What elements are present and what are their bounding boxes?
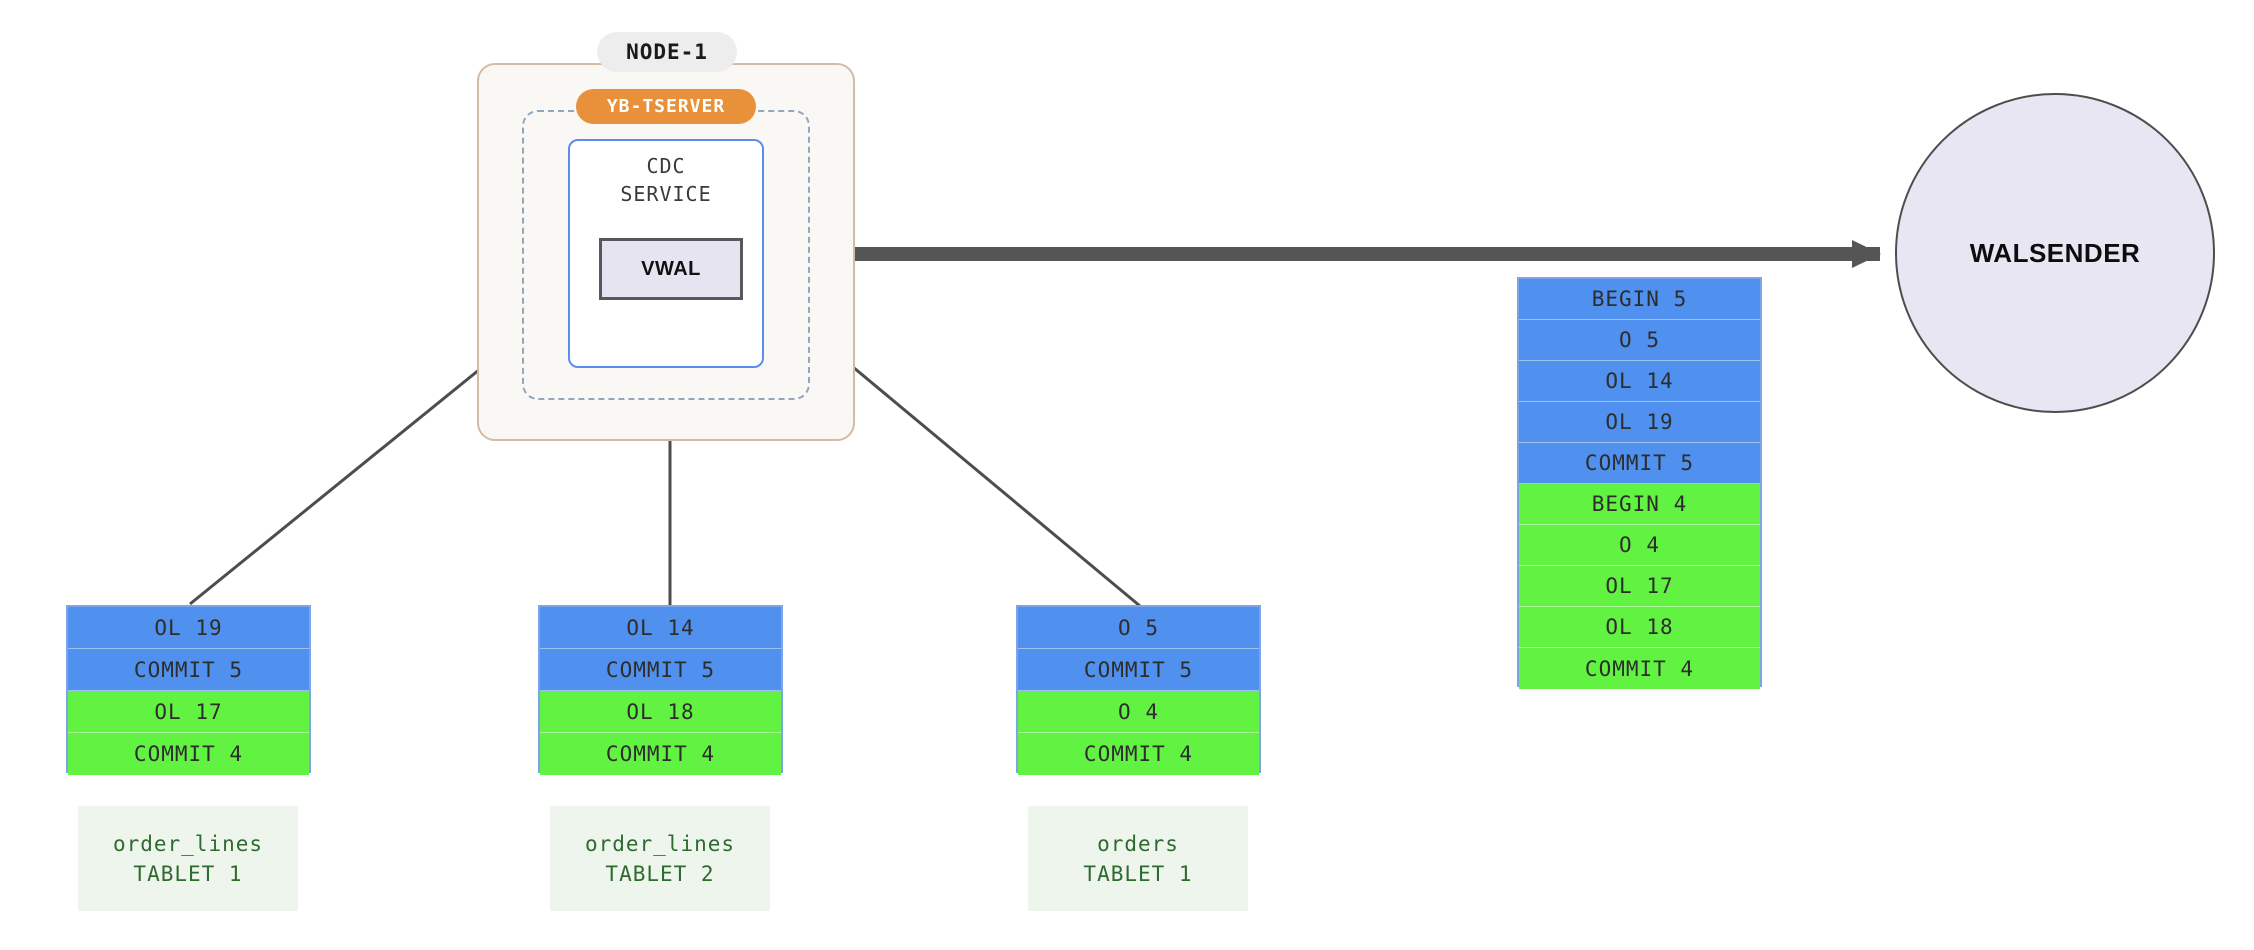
record-row: COMMIT 4	[1519, 648, 1760, 689]
cdc-service-label: CDC SERVICE	[568, 152, 764, 208]
record-row: COMMIT 5	[1018, 649, 1259, 691]
vwal-box: VWAL	[599, 238, 743, 300]
cdc-service-label-line1: CDC	[646, 154, 686, 178]
tablet-table-name: order_lines	[112, 831, 264, 856]
record-row: OL 19	[1519, 402, 1760, 443]
tablet-name: TABLET 2	[605, 861, 715, 886]
record-row: COMMIT 4	[540, 733, 781, 775]
record-row: COMMIT 4	[1018, 733, 1259, 775]
record-row: COMMIT 5	[68, 649, 309, 691]
tablet-name: TABLET 1	[1083, 861, 1193, 886]
record-row: OL 17	[68, 691, 309, 733]
record-row: BEGIN 4	[1519, 484, 1760, 525]
record-row: O 4	[1018, 691, 1259, 733]
record-row: OL 14	[1519, 361, 1760, 402]
record-row: OL 14	[540, 607, 781, 649]
tablet-name: TABLET 1	[133, 861, 243, 886]
record-row: OL 19	[68, 607, 309, 649]
cdc-service-label-line2: SERVICE	[620, 182, 712, 206]
record-row: COMMIT 4	[68, 733, 309, 775]
walsender-node: WALSENDER	[1895, 93, 2215, 413]
record-row: COMMIT 5	[540, 649, 781, 691]
record-row: OL 17	[1519, 566, 1760, 607]
record-row: OL 18	[1519, 607, 1760, 648]
record-row: COMMIT 5	[1519, 443, 1760, 484]
record-row: OL 18	[540, 691, 781, 733]
tablet-table-name: order_lines	[584, 831, 736, 856]
tablet-table-name: orders	[1097, 831, 1179, 856]
node-badge: NODE-1	[597, 32, 737, 72]
record-row: O 5	[1018, 607, 1259, 649]
record-row: BEGIN 5	[1519, 279, 1760, 320]
record-row: O 4	[1519, 525, 1760, 566]
yb-tserver-badge: YB-TSERVER	[576, 89, 756, 124]
record-row: O 5	[1519, 320, 1760, 361]
